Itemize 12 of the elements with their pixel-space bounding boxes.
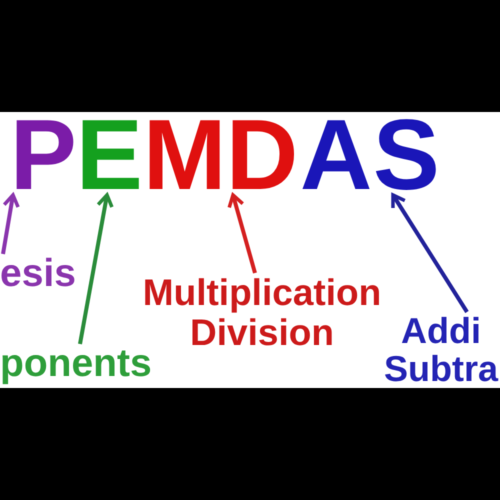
term-label: esis	[0, 254, 76, 294]
arrow	[1, 193, 20, 254]
acronym-letter: S	[373, 115, 440, 195]
acronym-letter: E	[76, 115, 143, 195]
acronym-letter: M	[143, 115, 226, 195]
arrow	[78, 193, 114, 344]
acronym-letter: D	[226, 115, 298, 195]
arrow	[228, 193, 257, 274]
term-label: Addi Subtra	[384, 312, 498, 388]
acronym-letter: P	[10, 115, 77, 195]
arrow	[391, 193, 469, 314]
acronym-letter: A	[300, 115, 372, 195]
